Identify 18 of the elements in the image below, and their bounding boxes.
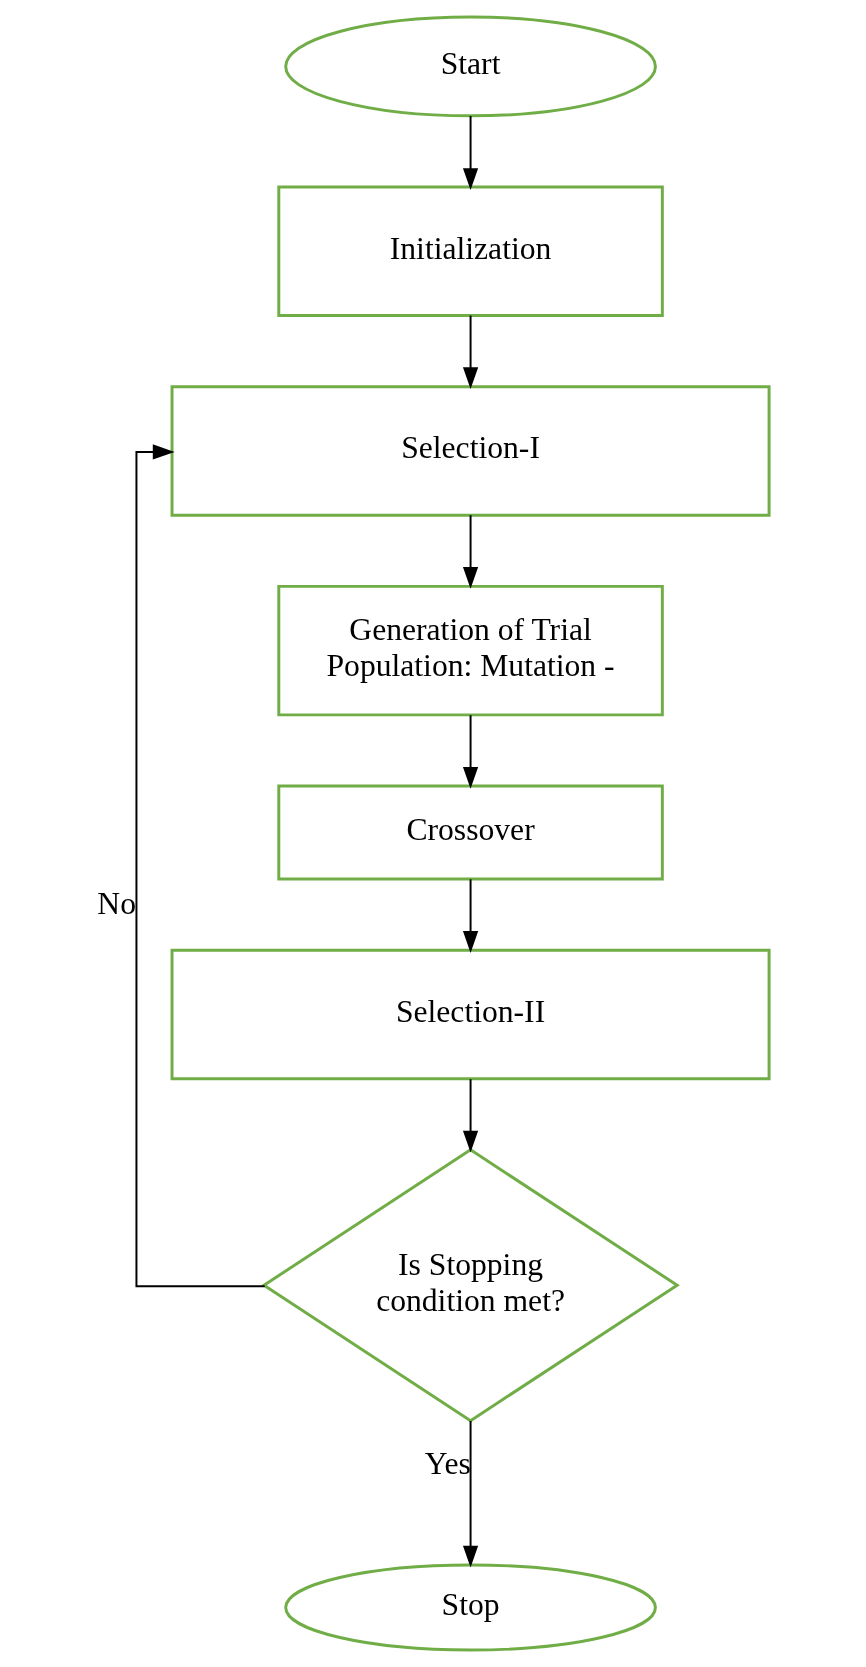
node-ellipse: Stop [284, 1563, 657, 1652]
edge-label: Yes [424, 1445, 471, 1481]
node-diamond: Is Stopping condition met? [261, 1148, 680, 1423]
node-box: Crossover [277, 784, 664, 881]
arrow [462, 114, 479, 190]
arrow [462, 314, 479, 390]
arrow [462, 1420, 479, 1568]
edge-label: No [97, 886, 137, 922]
arrow [462, 878, 479, 953]
node-box: Initialization [277, 185, 664, 317]
arrow [135, 444, 266, 1288]
node-box: Selection-I [170, 385, 771, 517]
node-box: Selection-II [170, 948, 771, 1081]
arrow [462, 514, 479, 589]
node-ellipse: Start [284, 15, 657, 118]
node-box: Generation of Trial Population: Mutation - [277, 584, 664, 717]
arrow [462, 714, 479, 789]
arrow [462, 1078, 479, 1153]
